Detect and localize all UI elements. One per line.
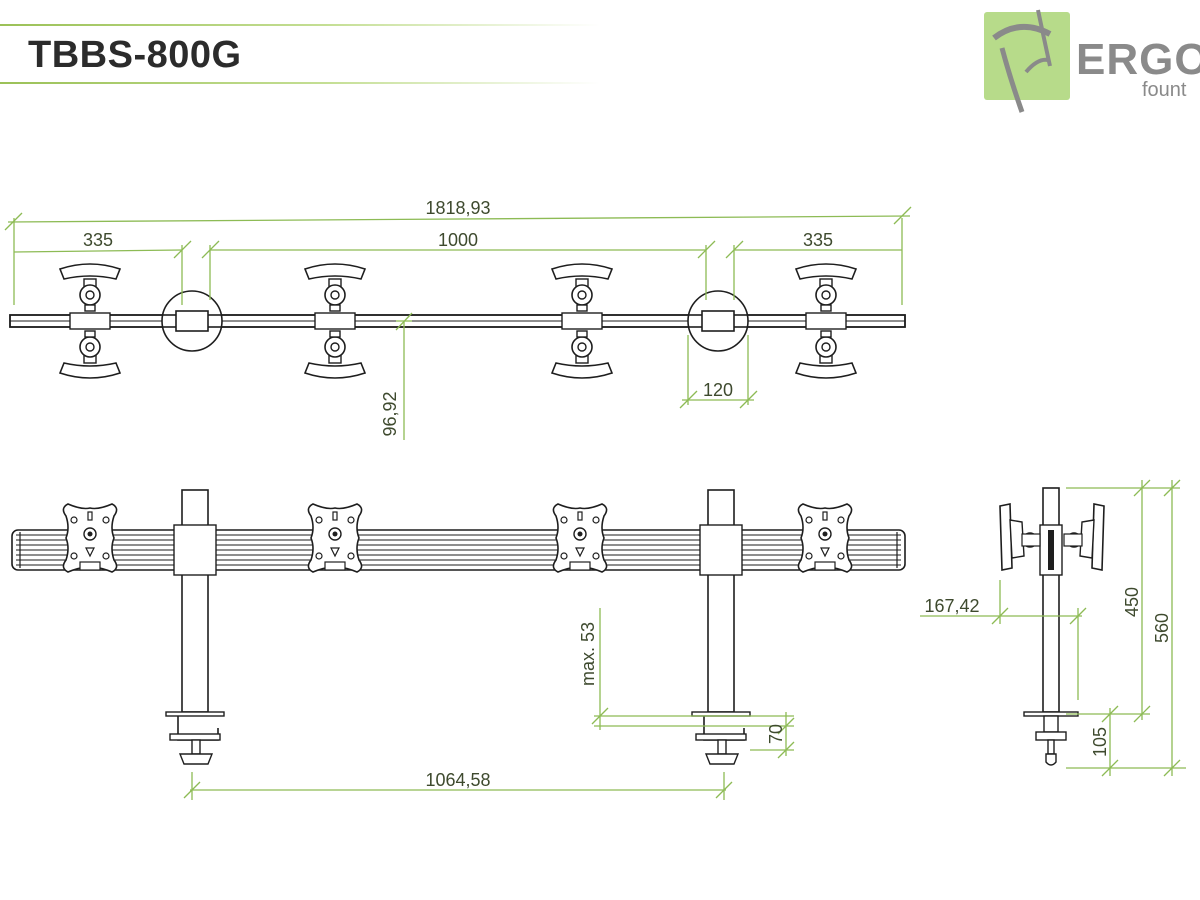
dim-middle-span: 1000 — [438, 230, 478, 250]
dim-left-span: 335 — [83, 230, 113, 250]
top-view — [9, 263, 906, 379]
side-view-dimensions — [920, 479, 1186, 777]
dim-base-105: 105 — [1090, 727, 1110, 757]
logo-mark-icon — [984, 9, 1070, 113]
dim-arm-offset: 96,92 — [380, 391, 400, 436]
logo-wordmark: ERGO — [1076, 35, 1200, 84]
title-divider-bottom — [0, 82, 600, 84]
front-view-vesa-plate-4 — [797, 503, 853, 573]
front-view-pole-left — [165, 489, 225, 765]
dim-height-450: 450 — [1122, 587, 1142, 617]
dim-right-span: 335 — [803, 230, 833, 250]
title-divider-top — [0, 24, 600, 26]
page-title: TBBS-800G — [28, 34, 242, 76]
top-view-dimensions — [4, 206, 912, 440]
top-view-arm-3 — [551, 263, 613, 379]
side-view-pole — [1042, 487, 1060, 713]
side-view-clamp — [1023, 711, 1079, 766]
side-view-mount-right — [1063, 503, 1105, 571]
dim-pole-spacing: 1064,58 — [425, 770, 490, 790]
front-view — [11, 489, 906, 765]
dim-total-width: 1818,93 — [425, 198, 490, 218]
top-view-arm-1 — [59, 263, 121, 379]
title-block: TBBS-800G — [0, 20, 620, 86]
dim-height-560: 560 — [1152, 613, 1172, 643]
top-view-arm-2 — [304, 263, 366, 379]
ergofount-logo: ERGO fount — [980, 8, 1200, 118]
side-view-mount-left — [999, 503, 1041, 571]
dim-side-depth: 167,42 — [924, 596, 979, 616]
front-view-pole-right — [691, 489, 751, 765]
dim-max-height: max. 53 — [578, 622, 598, 686]
front-view-vesa-plate-2 — [307, 503, 363, 573]
front-view-vesa-plate-1 — [62, 503, 118, 573]
front-view-dimensions — [183, 608, 795, 800]
front-view-vesa-plate-3 — [552, 503, 608, 573]
side-view — [999, 487, 1105, 766]
top-view-arm-4 — [795, 263, 857, 379]
logo-subtitle: fount — [1142, 79, 1187, 101]
dim-clamp-thickness: 70 — [766, 724, 786, 744]
dim-clamp-diameter: 120 — [703, 380, 733, 400]
